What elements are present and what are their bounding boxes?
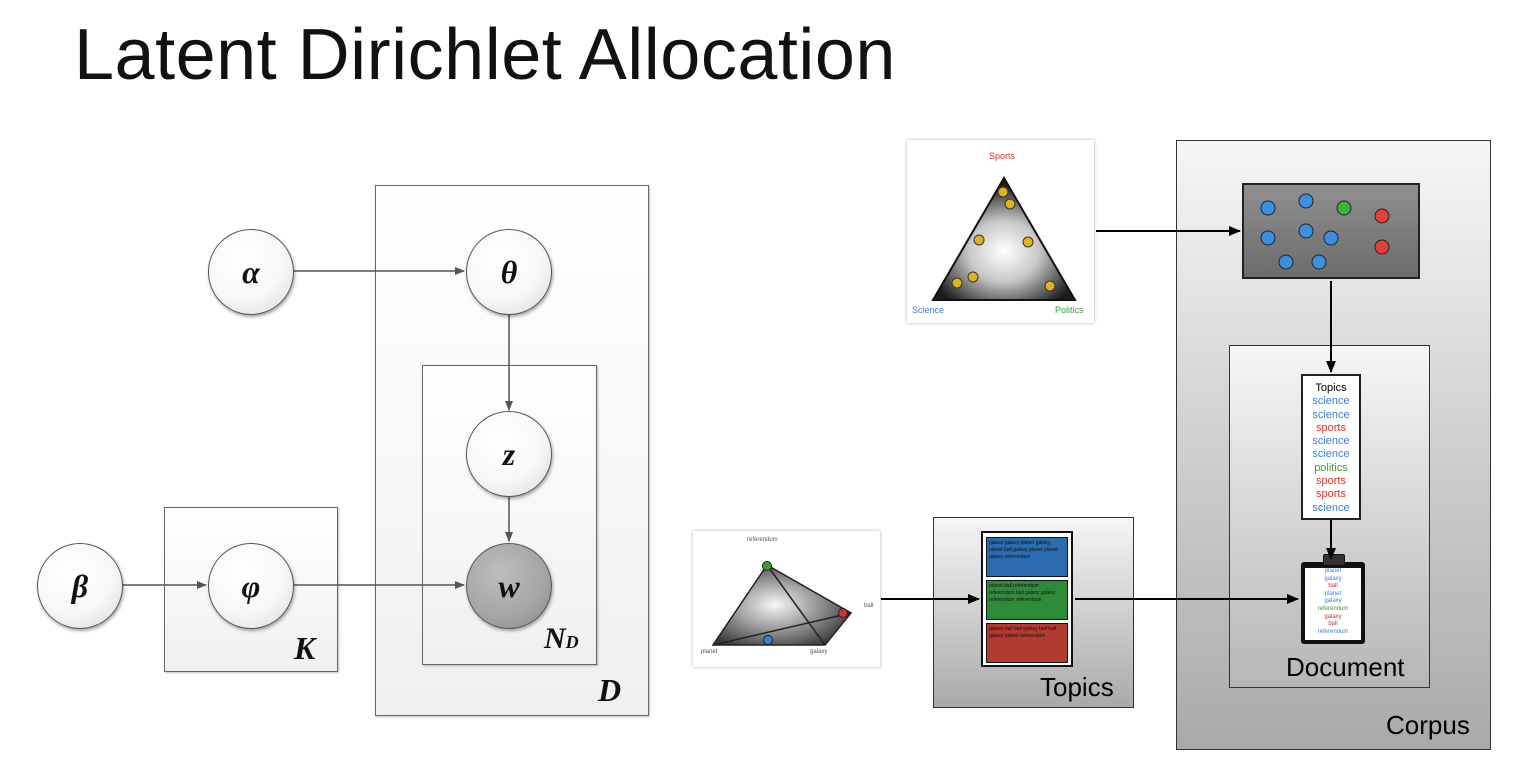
document-label: Document [1286, 652, 1405, 682]
topic-list-item: science [1312, 501, 1350, 514]
topic-box-green: planet ball referendum referendum ball g… [986, 580, 1068, 620]
topic-list-header: Topics [1315, 382, 1347, 394]
plate-n-sub: D [565, 632, 579, 652]
simplex-label-sports: Sports [989, 151, 1016, 161]
page-title: Latent Dirichlet Allocation [74, 15, 896, 95]
topic-list-item: sports [1316, 421, 1346, 434]
word-label-ball: ball [864, 603, 874, 609]
topic-list-item: sports [1316, 475, 1346, 488]
node-theta: θ [466, 229, 552, 315]
node-w: w [466, 543, 552, 629]
topic-list-item: science [1312, 408, 1350, 421]
node-alpha: α [208, 229, 294, 315]
clipboard-word: referendum [1317, 605, 1349, 612]
word-label-referendum: referendum [747, 537, 778, 543]
word-simplex [711, 561, 853, 646]
node-phi: φ [208, 543, 294, 629]
topics-label: Topics [1040, 672, 1114, 702]
topic-proportions-box [1242, 183, 1420, 279]
topic-box-blue: galaxy galaxy planet galaxy planet ball … [986, 537, 1068, 577]
topics-word-boxes: galaxy galaxy planet galaxy planet ball … [981, 531, 1073, 667]
topic-list-item: science [1312, 395, 1350, 408]
plate-n-main: N [544, 622, 566, 655]
clipboard-word: galaxy [1324, 575, 1342, 582]
plate-d-label: D [598, 672, 622, 708]
clipboard-word: planet [1324, 568, 1342, 574]
word-label-galaxy: galaxy [810, 649, 828, 655]
clipboard-word: galaxy [1324, 598, 1342, 605]
clipboard-word: galaxy [1324, 613, 1342, 620]
word-simplex-card: referendum ball galaxy planet [693, 531, 880, 667]
simplex-label-science: Science [912, 305, 945, 315]
topic-list-item: science [1312, 435, 1350, 448]
topic-list-item: sports [1316, 488, 1346, 501]
node-z: z [466, 411, 552, 497]
clipboard-word: ball [1328, 583, 1338, 590]
node-beta: β [37, 543, 123, 629]
clipboard-word: referendum [1317, 628, 1349, 635]
simplex-label-politics: Politics [1055, 305, 1084, 315]
topic-list-item: science [1312, 448, 1350, 461]
plate-k-label: K [294, 630, 316, 666]
corpus-label: Corpus [1386, 710, 1470, 740]
plate-n-label: ND [544, 622, 579, 656]
topic-proportions-dots [1260, 193, 1390, 270]
word-label-planet: planet [701, 649, 718, 655]
topic-simplex-card: Sports Science Politics [907, 140, 1094, 323]
topic-list-item: politics [1314, 461, 1348, 474]
topic-simplex [931, 176, 1077, 301]
topic-box-red: galaxy ball ball galaxy ball ball galaxy… [986, 623, 1068, 663]
clipboard-word: planet [1324, 590, 1342, 597]
clipboard-word: ball [1328, 621, 1338, 628]
